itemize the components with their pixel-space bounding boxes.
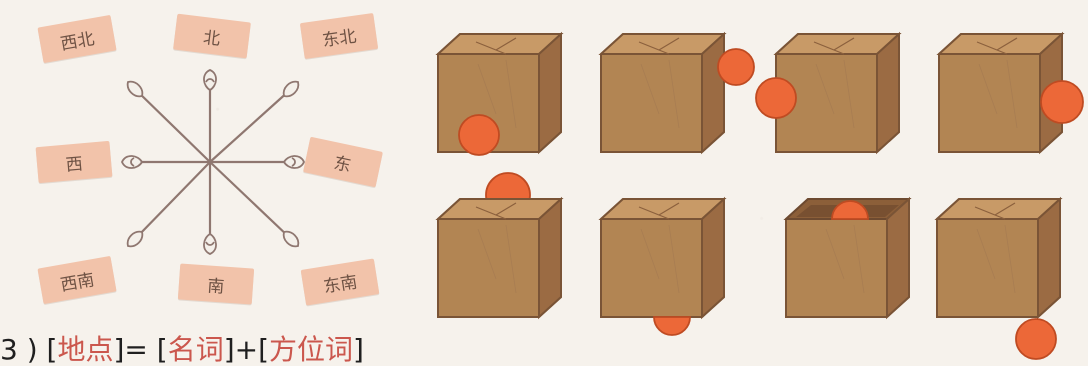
- caption-plus: ]+[: [224, 336, 269, 364]
- box-position-5: [438, 199, 561, 317]
- south-label-tag: 南: [178, 263, 254, 304]
- northeast-label: 东北: [320, 21, 357, 50]
- caption-formula: 3 ) [ 地点 ]= [ 名词 ]+[ 方位词 ]: [0, 330, 364, 364]
- northeast-arrow-icon: [284, 82, 299, 97]
- ball-position-1: [459, 115, 499, 155]
- west-label-tag: 西: [36, 141, 113, 183]
- compass-diagram: [134, 82, 292, 242]
- east-arrow-icon: [284, 156, 304, 168]
- ball-position-3: [756, 78, 796, 118]
- caption-close: ]: [353, 336, 364, 364]
- southeast-arrow-icon: [284, 232, 299, 247]
- south-arrow-icon: [204, 234, 216, 254]
- caption-prefix: 3 ) [: [0, 336, 57, 364]
- west-label: 西: [64, 149, 83, 175]
- southeast-label: 东南: [321, 267, 358, 297]
- west-arrow-icon: [122, 156, 142, 168]
- south-label: 南: [207, 271, 226, 297]
- ball-position-4: [1041, 81, 1083, 123]
- southwest-label: 西南: [58, 265, 96, 296]
- caption-noun: 名词: [168, 336, 224, 364]
- southwest-arrow-line: [136, 162, 210, 238]
- southeast-arrow-line: [210, 162, 290, 238]
- box-position-8: [937, 199, 1060, 317]
- east-label: 东: [332, 148, 354, 176]
- ball-position-2: [718, 49, 754, 85]
- box-position-6: [601, 199, 724, 317]
- northwest-label: 西北: [58, 24, 96, 55]
- northwest-arrow-line: [136, 90, 210, 162]
- ball-position-6: [654, 317, 690, 335]
- caption-place: 地点: [57, 336, 113, 364]
- northeast-arrow-line: [210, 90, 290, 162]
- caption-direction-word: 方位词: [269, 336, 353, 364]
- southwest-arrow-icon: [128, 232, 143, 247]
- box-position-2: [601, 34, 724, 152]
- north-arrow-icon: [204, 70, 216, 90]
- north-label: 北: [202, 23, 222, 50]
- northwest-arrow-icon: [128, 82, 143, 97]
- caption-equals-open: ]= [: [113, 336, 167, 364]
- ball-position-8: [1016, 319, 1056, 359]
